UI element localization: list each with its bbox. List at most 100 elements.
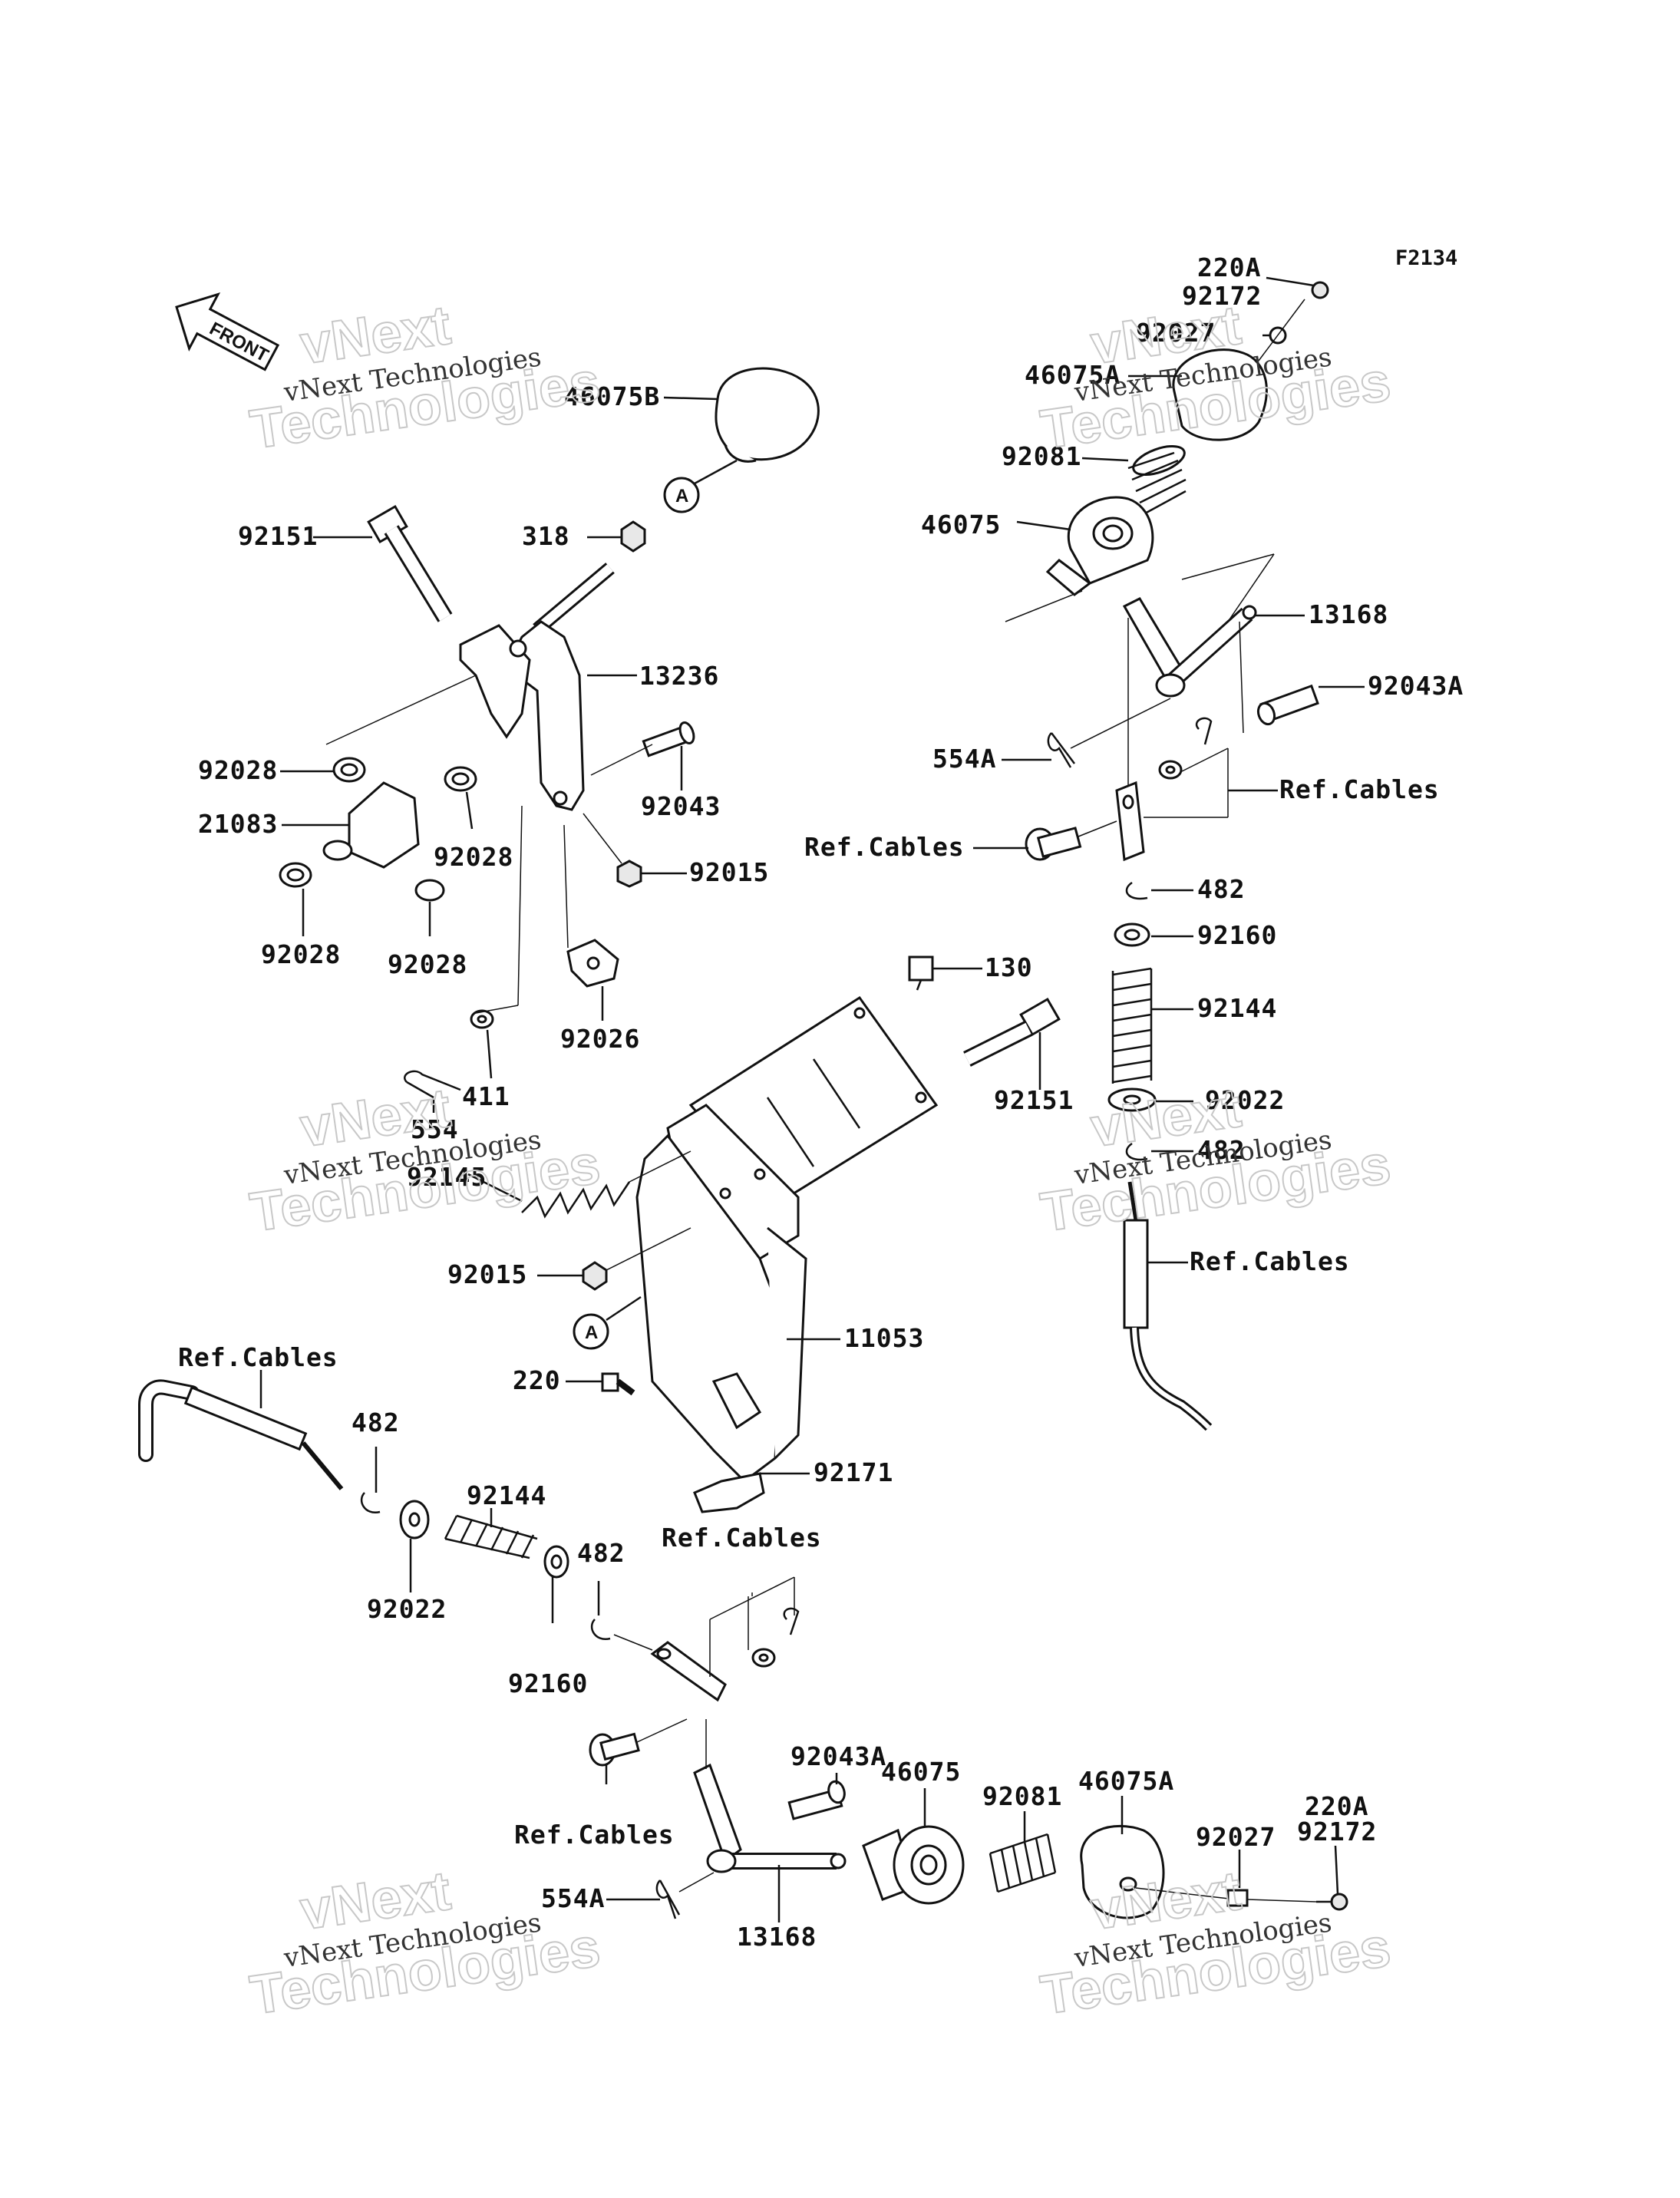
label-13236: 13236 xyxy=(639,661,719,691)
pin-92043A-bottom xyxy=(787,1780,846,1820)
spring-92081-top xyxy=(1127,445,1187,516)
screw-220A-top xyxy=(1311,281,1329,299)
label-13168-top: 13168 xyxy=(1309,599,1388,629)
label-refcables-bottom2: Ref.Cables xyxy=(514,1820,675,1850)
pin-554A-top xyxy=(1047,732,1075,768)
label-92171: 92171 xyxy=(814,1457,893,1487)
clip-482-r1 xyxy=(1125,881,1148,900)
cap-92027-bottom xyxy=(1226,1889,1249,1907)
cable-right xyxy=(1123,1181,1213,1431)
label-refcables-bottom: Ref.Cables xyxy=(662,1523,822,1553)
label-554A-bottom: 554A xyxy=(541,1883,605,1913)
cover-46075A-bottom xyxy=(1080,1824,1165,1919)
bracket-21083 xyxy=(322,781,420,869)
label-refcables-left: Ref.Cables xyxy=(178,1342,338,1372)
label-refcables-right1: Ref.Cables xyxy=(1279,774,1440,804)
spring-92144-r xyxy=(1111,967,1153,1084)
label-92081-top: 92081 xyxy=(1002,441,1081,471)
label-220A-top: 220A xyxy=(1197,252,1261,282)
label-318: 318 xyxy=(522,521,570,551)
label-92026: 92026 xyxy=(560,1024,640,1054)
label-92160-r: 92160 xyxy=(1197,920,1277,950)
clip-482-r2 xyxy=(1125,1142,1148,1161)
label-92027-top: 92027 xyxy=(1136,318,1216,348)
label-92145: 92145 xyxy=(407,1162,487,1192)
label-92027-bottom: 92027 xyxy=(1196,1822,1276,1852)
label-92028-a: 92028 xyxy=(198,755,278,785)
callout-a-top xyxy=(663,477,700,513)
spring-92081-bottom xyxy=(989,1833,1057,1893)
arm-13168-bottom xyxy=(693,1763,847,1873)
label-92015-mid: 92015 xyxy=(447,1259,527,1289)
label-92160-l: 92160 xyxy=(508,1668,588,1698)
label-220A-bottom: 220A xyxy=(1305,1791,1368,1821)
diagram-code: F2134 xyxy=(1395,246,1457,270)
clip-482-l1 xyxy=(360,1492,381,1514)
pin-92043 xyxy=(642,721,695,757)
clip-92171 xyxy=(693,1472,765,1513)
watermark-4: vNext Technologies vNext Technologies xyxy=(1036,1077,1394,1245)
nut-92015-top xyxy=(616,860,642,888)
label-482-r2: 482 xyxy=(1197,1135,1246,1165)
label-554A-top: 554A xyxy=(932,744,996,774)
clevis-top xyxy=(1115,781,1145,862)
spring-92144-l xyxy=(444,1514,538,1559)
washer-92022-r xyxy=(1107,1087,1157,1112)
bolt-130 xyxy=(908,955,934,991)
watermark-5: vNext Technologies vNext Technologies xyxy=(246,1860,604,2028)
callout-a-mid-letter: A xyxy=(585,1322,598,1343)
clevis-pin-top xyxy=(1025,827,1082,861)
bushing-92028-d xyxy=(414,879,445,902)
label-92028-c: 92028 xyxy=(261,939,341,969)
cover-46075A-top xyxy=(1172,348,1268,441)
label-refcables-right2: Ref.Cables xyxy=(1190,1246,1350,1276)
label-46075-bottom: 46075 xyxy=(881,1757,961,1787)
label-92151-left: 92151 xyxy=(238,521,318,551)
front-arrow-icon: FRONT xyxy=(175,292,280,371)
label-92144-l: 92144 xyxy=(467,1480,546,1510)
bracket-11053 xyxy=(635,995,939,1483)
label-13168-bottom: 13168 xyxy=(737,1922,817,1952)
label-92043A-top: 92043A xyxy=(1368,671,1464,701)
label-92172-bottom: 92172 xyxy=(1297,1817,1377,1847)
washer-top-clevis xyxy=(1158,760,1183,780)
lever-13236 xyxy=(459,620,585,811)
label-92028-d: 92028 xyxy=(388,949,467,979)
label-92151-mid: 92151 xyxy=(994,1085,1074,1115)
label-11053: 11053 xyxy=(844,1323,924,1353)
screw-220A-bottom xyxy=(1316,1893,1348,1911)
label-482-r1: 482 xyxy=(1197,874,1246,904)
label-92022-r: 92022 xyxy=(1205,1085,1285,1115)
label-92043A-bottom: 92043A xyxy=(790,1741,886,1771)
label-92172-top: 92172 xyxy=(1182,281,1262,311)
bushing-92028-a xyxy=(332,757,366,783)
clevis-bottom xyxy=(650,1641,727,1702)
label-92028-b: 92028 xyxy=(434,842,513,872)
clevis-pin-bottom xyxy=(589,1732,640,1767)
cap-46075-bottom xyxy=(862,1825,965,1905)
bolt-92151-left xyxy=(367,504,453,622)
watermark-1: vNext Technologies vNext Technologies xyxy=(246,294,604,462)
cap-46075-top xyxy=(1045,496,1154,596)
label-92022-l: 92022 xyxy=(367,1594,447,1624)
cable-left xyxy=(138,1379,344,1490)
label-21083: 21083 xyxy=(198,809,278,839)
label-130: 130 xyxy=(985,952,1033,982)
washer-92022-l xyxy=(399,1500,430,1540)
label-554: 554 xyxy=(411,1114,459,1144)
pin-554A-bottom xyxy=(655,1880,681,1919)
label-92081-bottom: 92081 xyxy=(982,1781,1062,1811)
washer-92160-r xyxy=(1114,922,1150,947)
washer-92160-l xyxy=(543,1545,569,1579)
clip-482-l2 xyxy=(590,1619,611,1641)
washer-411 xyxy=(470,1009,494,1029)
washer-bottom-clevis xyxy=(751,1648,776,1668)
nut-318 xyxy=(620,520,646,553)
bushing-92028-c xyxy=(279,862,312,888)
label-92144-r: 92144 xyxy=(1197,993,1277,1023)
watermark-3: vNext Technologies vNext Technologies xyxy=(246,1077,604,1245)
arm-13168-top xyxy=(1122,597,1257,698)
label-482-l2: 482 xyxy=(577,1538,625,1568)
bushing-92028-b xyxy=(444,766,477,792)
